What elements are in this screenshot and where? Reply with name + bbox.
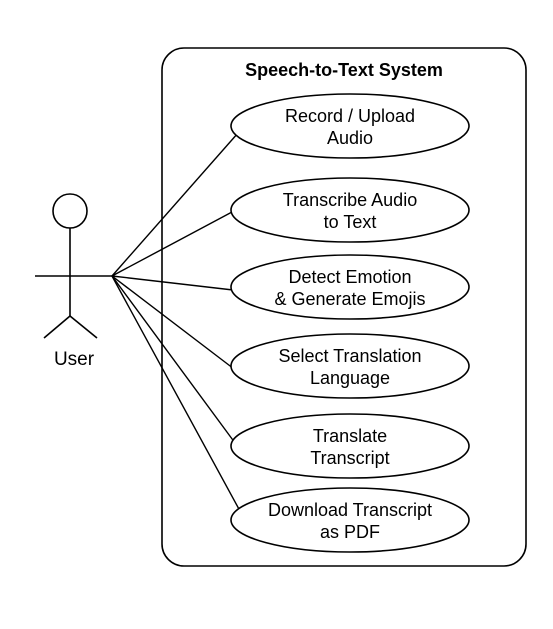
use-case-label-line1: Download Transcript <box>268 500 432 520</box>
use-case-label-line1: Select Translation <box>278 346 421 366</box>
associations <box>111 132 241 512</box>
use-case-label-line1: Transcribe Audio <box>283 190 417 210</box>
use-case-label-line2: to Text <box>324 212 377 232</box>
association-line-record-upload <box>111 132 239 277</box>
actor-label: User <box>54 349 95 370</box>
use-case-label-line2: Audio <box>327 128 373 148</box>
use-case-label-line2: Language <box>310 368 390 388</box>
use-case-label-line2: as PDF <box>320 522 380 542</box>
use-case-ellipse <box>230 93 470 159</box>
association-line-detect-emotion <box>111 275 234 291</box>
use-case-detect-emotion[interactable]: Detect Emotion & Generate Emojis <box>230 254 470 320</box>
association-line-download-pdf <box>111 275 241 512</box>
use-case-label-line2: & Generate Emojis <box>274 289 425 309</box>
use-case-label-line1: Record / Upload <box>285 106 415 126</box>
association-line-select-language <box>111 275 239 373</box>
actor-head <box>52 193 88 229</box>
use-case-ellipse <box>230 487 470 553</box>
use-case-download-transcript-pdf[interactable]: Download Transcript as PDF <box>230 487 470 553</box>
actor-left-leg <box>43 315 71 339</box>
system-boundary <box>161 47 527 567</box>
association-line-translate <box>111 275 239 448</box>
use-case-label-line1: Detect Emotion <box>288 267 411 287</box>
use-case-select-translation-language[interactable]: Select Translation Language <box>230 333 470 399</box>
use-case-transcribe-audio[interactable]: Transcribe Audio to Text <box>230 177 470 243</box>
use-case-translate-transcript[interactable]: Translate Transcript <box>230 413 470 479</box>
use-case-ellipse <box>230 333 470 399</box>
use-case-ellipse <box>230 177 470 243</box>
actor-user <box>35 193 112 339</box>
use-case-record-upload-audio[interactable]: Record / Upload Audio <box>230 93 470 159</box>
use-case-label-line1: Translate <box>313 426 387 446</box>
actor-right-leg <box>69 315 98 339</box>
association-line-transcribe <box>111 211 233 277</box>
use-case-ellipse <box>230 413 470 479</box>
use-case-label-line2: Transcript <box>310 448 389 468</box>
use-case-ellipse <box>230 254 470 320</box>
system-title: Speech-to-Text System <box>245 60 443 80</box>
